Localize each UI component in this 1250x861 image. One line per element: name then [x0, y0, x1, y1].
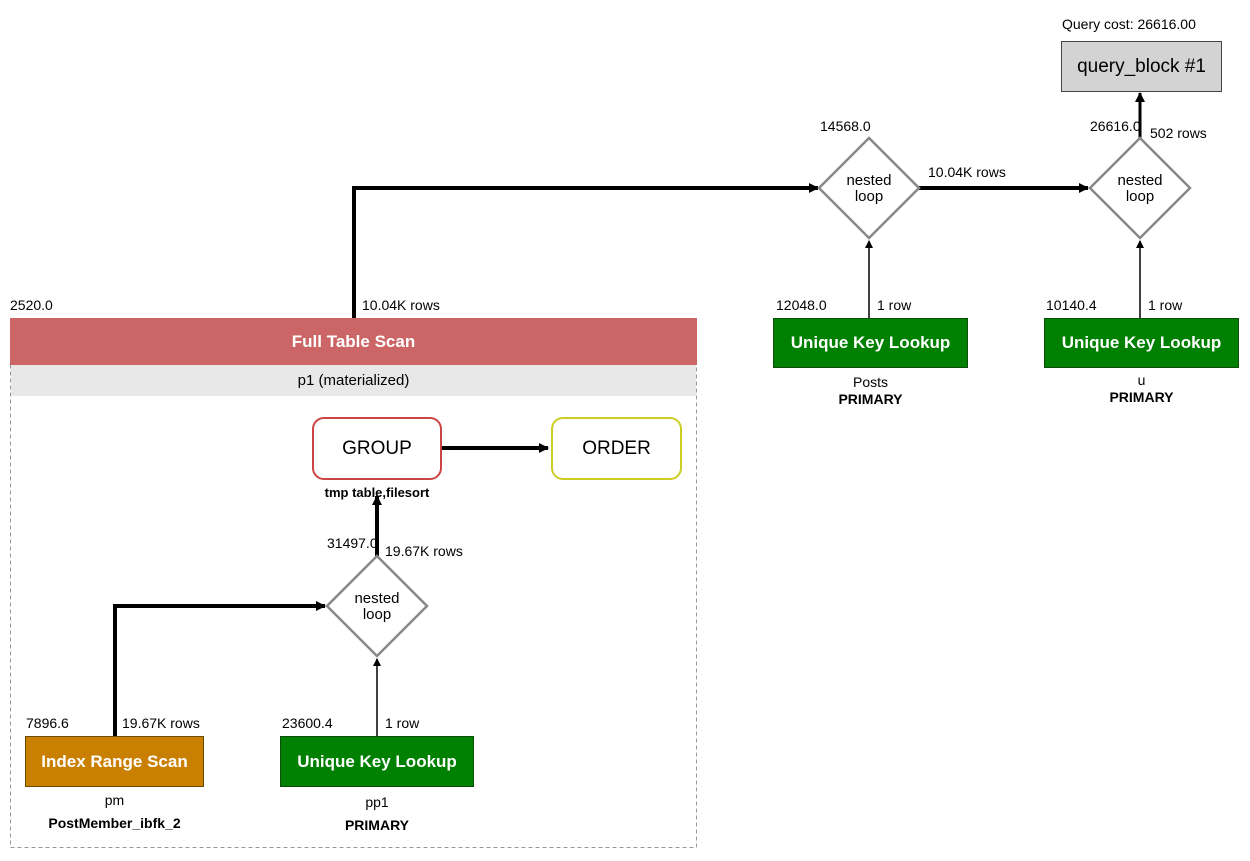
u-lookup-rows: 1 row [1148, 297, 1183, 313]
posts-lookup-key: PRIMARY [838, 391, 903, 407]
u-lookup-label: Unique Key Lookup [1061, 333, 1222, 352]
nested-loop-1-node[interactable]: nested loop [829, 173, 909, 205]
group-note: tmp table,filesort [324, 485, 430, 500]
nested-loop-2-diamond [1088, 136, 1192, 240]
query-cost-label: Query cost: 26616.00 [1062, 16, 1196, 32]
nested-loop-2-node[interactable]: nested loop [1100, 173, 1180, 205]
group-label: GROUP [342, 437, 412, 459]
edge-fts-to-nl1 [352, 183, 819, 318]
nested-loop-1-out-rows: 10.04K rows [928, 164, 1006, 180]
order-node[interactable]: ORDER [551, 417, 682, 480]
nested-loop-2-label-line1: nested [1117, 172, 1163, 189]
posts-lookup-rows: 1 row [877, 297, 912, 313]
group-node[interactable]: GROUP [312, 417, 442, 480]
nested-loop-3-cost: 31497.0 [327, 535, 378, 551]
index-range-scan-table: pm [104, 792, 125, 808]
posts-lookup-table: Posts [852, 374, 888, 390]
posts-unique-key-lookup[interactable]: Unique Key Lookup [773, 318, 968, 368]
nested-loop-2-cost: 26616.0 [1090, 118, 1141, 134]
index-range-scan-key: PostMember_ibfk_2 [48, 815, 181, 831]
index-range-scan-rows: 19.67K rows [122, 715, 200, 731]
full-table-scan-node[interactable]: Full Table Scan [10, 318, 697, 365]
nested-loop-2-out-rows: 502 rows [1150, 125, 1207, 141]
posts-lookup-cost: 12048.0 [776, 297, 827, 313]
pp1-lookup-label: Unique Key Lookup [297, 751, 457, 771]
query-block-node[interactable]: query_block #1 [1061, 41, 1222, 92]
edge-irs-to-nl3 [113, 601, 326, 736]
nested-loop-3-node[interactable]: nested loop [337, 591, 417, 623]
pp1-lookup-key: PRIMARY [344, 817, 410, 833]
nested-loop-3-diamond [325, 554, 429, 658]
u-unique-key-lookup[interactable]: Unique Key Lookup [1044, 318, 1239, 368]
posts-lookup-label: Unique Key Lookup [790, 333, 951, 352]
full-table-scan-cost: 2520.0 [10, 297, 53, 313]
nested-loop-1-label-line2: loop [854, 188, 884, 205]
pp1-lookup-table: pp1 [365, 794, 389, 810]
index-range-scan-node[interactable]: Index Range Scan [25, 736, 204, 787]
materialized-label: p1 (materialized) [297, 372, 410, 389]
full-table-scan-label: Full Table Scan [291, 331, 416, 351]
index-range-scan-label: Index Range Scan [41, 751, 188, 771]
pp1-lookup-cost: 23600.4 [282, 715, 333, 731]
nested-loop-3-out-rows: 19.67K rows [385, 543, 463, 559]
materialized-header: p1 (materialized) [11, 365, 696, 396]
nested-loop-3-label-line1: nested [354, 590, 400, 607]
nested-loop-2-label-line2: loop [1125, 188, 1155, 205]
index-range-scan-cost: 7896.6 [26, 715, 69, 731]
nested-loop-3-label-line2: loop [362, 606, 392, 623]
nested-loop-1-diamond [817, 136, 921, 240]
pp1-unique-key-lookup[interactable]: Unique Key Lookup [280, 736, 474, 787]
nested-loop-1-label-line1: nested [846, 172, 892, 189]
u-lookup-cost: 10140.4 [1046, 297, 1097, 313]
u-lookup-key: PRIMARY [1109, 389, 1174, 405]
full-table-scan-rows: 10.04K rows [362, 297, 440, 313]
nested-loop-1-cost: 14568.0 [820, 118, 871, 134]
pp1-lookup-rows: 1 row [385, 715, 420, 731]
order-label: ORDER [582, 437, 651, 459]
u-lookup-table: u [1137, 372, 1146, 388]
query-block-label: query_block #1 [1077, 55, 1206, 77]
